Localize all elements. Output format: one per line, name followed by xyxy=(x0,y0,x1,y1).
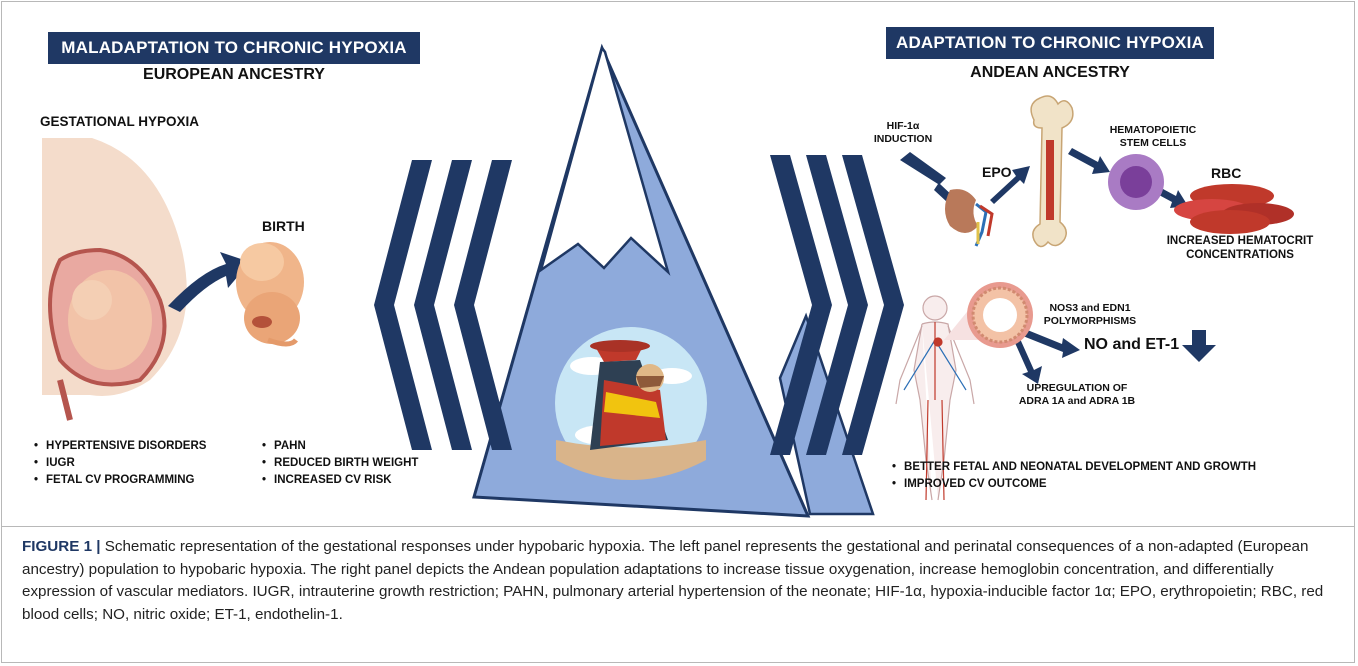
hematocrit-label: INCREASED HEMATOCRIT CONCENTRATIONS xyxy=(1166,235,1314,261)
right-bullets: BETTER FETAL AND NEONATAL DEVELOPMENT AN… xyxy=(892,459,1332,493)
caption-text: Schematic representation of the gestatio… xyxy=(22,538,1324,623)
adra-label: UPREGULATION OF ADRA 1A and ADRA 1B xyxy=(1018,382,1136,407)
bullet-item: FETAL CV PROGRAMMING xyxy=(34,472,254,489)
left-panel-ancestry: EUROPEAN ANCESTRY xyxy=(143,66,325,83)
caption-divider xyxy=(1,526,1355,527)
right-chevrons xyxy=(770,155,904,455)
baby-illustration xyxy=(236,242,304,347)
figure-label: FIGURE 1 | xyxy=(22,538,101,555)
rbc-illustration xyxy=(1174,184,1294,234)
bullet-item: IMPROVED CV OUTCOME xyxy=(892,476,1332,493)
nos-edn-label: NOS3 and EDN1 POLYMORPHISMS xyxy=(1043,302,1137,327)
left-chevrons xyxy=(374,160,512,450)
stem-cells-label: HEMATOPOIETIC STEM CELLS xyxy=(1109,124,1197,149)
bullet-item: PAHN xyxy=(262,438,472,455)
gestational-hypoxia-label: GESTATIONAL HYPOXIA xyxy=(40,114,200,129)
andean-people-illustration xyxy=(555,327,707,480)
mountain-snow xyxy=(538,45,671,276)
down-arrow-icon xyxy=(1182,330,1216,362)
hif-label: HIF-1α INDUCTION xyxy=(873,120,933,145)
figure-caption: FIGURE 1 | Schematic representation of t… xyxy=(22,536,1340,626)
bone-illustration xyxy=(1030,95,1074,248)
vessel-cross-section-illustration xyxy=(944,282,1033,348)
bullet-item: IUGR xyxy=(34,455,254,472)
epo-label: EPO xyxy=(982,164,1012,180)
birth-arrow xyxy=(168,252,250,312)
birth-label: BIRTH xyxy=(262,218,305,234)
bullet-item: REDUCED BIRTH WEIGHT xyxy=(262,455,472,472)
stem-cell-illustration xyxy=(1108,154,1164,210)
rbc-label: RBC xyxy=(1211,165,1242,181)
bullet-item: HYPERTENSIVE DISORDERS xyxy=(34,438,254,455)
right-panel-ancestry: ANDEAN ANCESTRY xyxy=(970,64,1130,81)
no-et-label: NO and ET-1 xyxy=(1084,336,1180,353)
bullet-item: INCREASED CV RISK xyxy=(262,472,472,489)
left-bullets-col1: HYPERTENSIVE DISORDERS IUGR FETAL CV PRO… xyxy=(34,438,254,489)
kidney-illustration xyxy=(945,189,994,247)
left-panel-title: MALADAPTATION TO CHRONIC HYPOXIA xyxy=(48,32,420,64)
diagram-artwork xyxy=(42,43,1294,518)
left-bullets-col2: PAHN REDUCED BIRTH WEIGHT INCREASED CV R… xyxy=(262,438,472,489)
pregnant-woman-illustration xyxy=(42,138,187,421)
circulatory-system-illustration xyxy=(895,295,975,501)
right-panel-title: ADAPTATION TO CHRONIC HYPOXIA xyxy=(886,27,1214,59)
bullet-item: BETTER FETAL AND NEONATAL DEVELOPMENT AN… xyxy=(892,459,1332,476)
